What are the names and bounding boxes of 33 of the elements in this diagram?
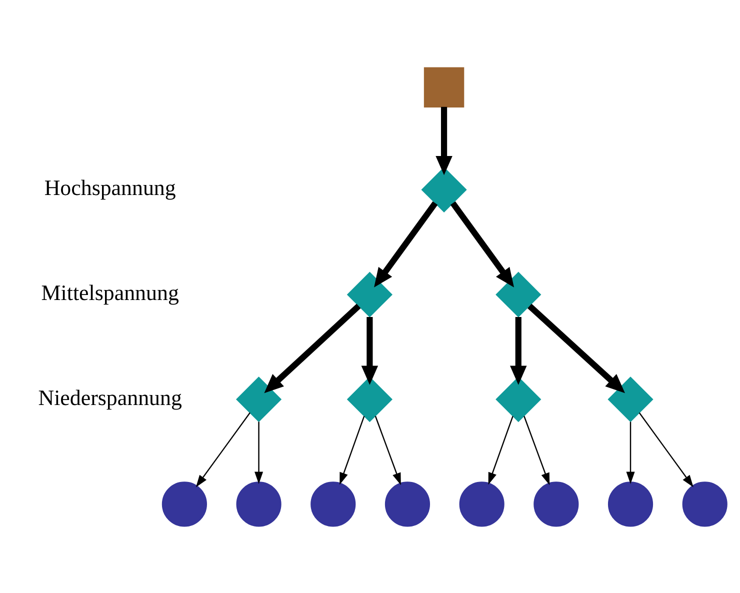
- arrow: [374, 415, 401, 485]
- arrow: [361, 316, 378, 384]
- arrow: [264, 303, 361, 393]
- node-circle: [608, 481, 654, 526]
- label: Niederspannung: [38, 384, 182, 410]
- arrow: [436, 106, 452, 175]
- arrow: [340, 415, 365, 484]
- arrow: [254, 421, 264, 484]
- node-box: [424, 66, 464, 107]
- node-circle: [236, 481, 282, 526]
- arrow: [527, 303, 626, 393]
- arrow: [374, 200, 438, 287]
- node-circle: [682, 481, 728, 526]
- node-circle: [534, 481, 579, 526]
- node-circle: [384, 481, 430, 526]
- arrow: [626, 421, 635, 484]
- node-diamond: [236, 376, 282, 422]
- arrow: [524, 415, 550, 485]
- label: Mittelspannung: [41, 279, 179, 304]
- node-diamond: [346, 271, 392, 317]
- node-circle: [459, 481, 504, 526]
- arrow: [488, 415, 514, 484]
- arrow: [638, 412, 694, 487]
- node-diamond: [346, 376, 392, 422]
- node-circle: [162, 481, 207, 526]
- node-diamond: [496, 271, 542, 317]
- node-diamond: [496, 376, 542, 422]
- arrow: [450, 200, 514, 287]
- label: Hochspannung: [44, 174, 176, 200]
- node-circle: [310, 481, 356, 526]
- arrow: [510, 316, 527, 384]
- arrow: [196, 412, 250, 487]
- node-diamond: [608, 376, 654, 422]
